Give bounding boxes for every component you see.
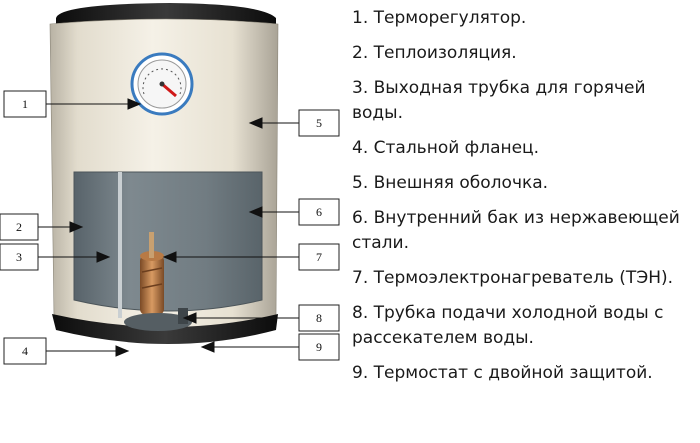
thermostat-rod xyxy=(149,232,154,258)
inner-tank-cutaway xyxy=(73,171,263,312)
callout-2-label: 2 xyxy=(16,220,22,234)
heating-element-coil xyxy=(141,283,163,289)
callout-4: 4 xyxy=(3,337,47,365)
arrow-5 xyxy=(248,117,263,129)
callout-9: 9 xyxy=(298,333,340,361)
steel-flange xyxy=(124,313,192,331)
callout-7: 7 xyxy=(298,243,340,271)
gauge-center xyxy=(159,81,165,87)
legend-item-5: 5. Внешняя оболочка. xyxy=(352,173,549,193)
legend-item-7: 7. Термоэлектронагреватель (ТЭН). xyxy=(352,268,674,288)
heating-element xyxy=(140,255,164,315)
legend-item-1: 1. Терморегулятор. xyxy=(352,8,527,28)
arrow-6 xyxy=(248,206,263,218)
arrow-8 xyxy=(182,312,197,324)
legend-item-2: 2. Теплоизоляция. xyxy=(352,43,517,63)
callout-4-label: 4 xyxy=(22,344,28,358)
callout-5-label: 5 xyxy=(316,116,322,130)
legend-item-9: 9. Термостат с двойной защитой. xyxy=(352,363,653,383)
cold-water-inlet xyxy=(178,308,188,324)
legend-item-4: 4. Стальной фланец. xyxy=(352,138,540,158)
callout-2: 2 xyxy=(0,213,39,241)
callout-6-label: 6 xyxy=(316,205,322,219)
arrow-3 xyxy=(96,251,111,263)
callout-3-label: 3 xyxy=(16,250,22,264)
callout-6: 6 xyxy=(298,198,340,226)
arrow-7 xyxy=(162,251,177,263)
legend-item-8: 8. Трубка подачи холодной воды с рассека… xyxy=(352,303,664,348)
callout-1-label: 1 xyxy=(22,97,28,111)
arrow-1 xyxy=(127,98,142,110)
arrow-2 xyxy=(69,221,84,233)
callout-3: 3 xyxy=(0,243,39,271)
hot-water-outlet-pipe xyxy=(118,172,122,318)
callout-8: 8 xyxy=(298,304,340,332)
callout-8-label: 8 xyxy=(316,311,322,325)
callout-7-label: 7 xyxy=(316,250,322,264)
callout-9-label: 9 xyxy=(316,340,322,354)
legend-item-6: 6. Внутренний бак из нержавеющей стали. xyxy=(352,208,680,253)
arrow-9 xyxy=(200,341,215,353)
parts-legend: 1. Терморегулятор. 2. Теплоизоляция. 3. … xyxy=(352,6,697,396)
gauge-needle xyxy=(161,82,177,98)
callout-5: 5 xyxy=(298,109,340,137)
callout-1: 1 xyxy=(3,90,47,118)
heating-element-coil xyxy=(141,267,163,273)
gauge-scale xyxy=(142,68,182,95)
arrow-4 xyxy=(115,345,130,357)
legend-item-3: 3. Выходная трубка для горячей воды. xyxy=(352,78,646,123)
